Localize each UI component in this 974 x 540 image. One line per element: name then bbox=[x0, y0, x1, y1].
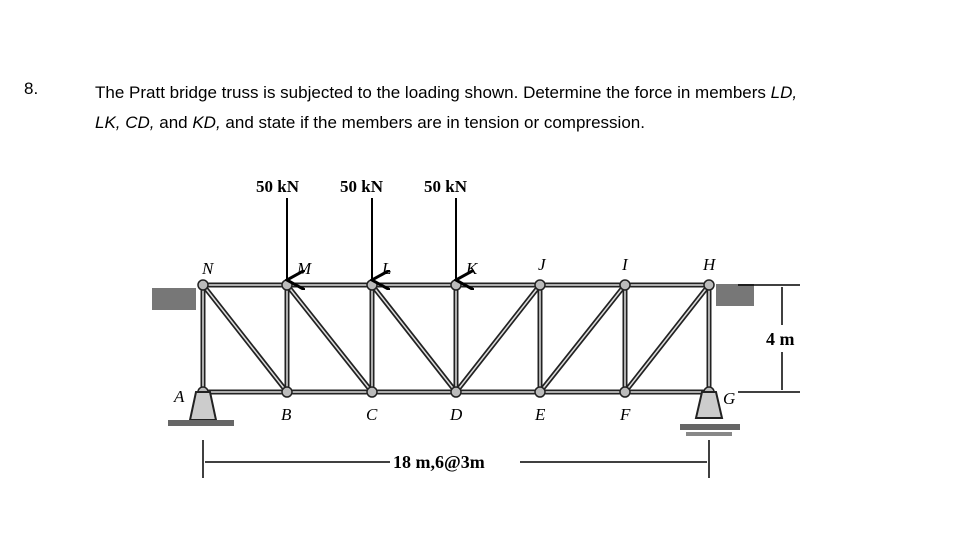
statement-text: and state if the members are in tension … bbox=[220, 113, 645, 132]
node-label-k: K bbox=[465, 259, 479, 278]
truss-joint bbox=[366, 386, 378, 398]
height-dimension bbox=[738, 284, 800, 393]
problem-statement: The Pratt bridge truss is subjected to t… bbox=[95, 78, 955, 138]
truss-joint bbox=[281, 386, 293, 398]
load-label: 50 kN bbox=[424, 177, 468, 196]
load-label: 50 kN bbox=[256, 177, 300, 196]
truss-member bbox=[371, 284, 457, 393]
node-label-m: M bbox=[296, 259, 312, 278]
truss-joint bbox=[534, 386, 546, 398]
statement-text: The Pratt bridge truss is subjected to t… bbox=[95, 83, 771, 102]
truss-member bbox=[455, 284, 541, 393]
node-label-i: I bbox=[621, 255, 629, 274]
pin-support-a bbox=[168, 391, 234, 426]
member-kd: KD, bbox=[192, 113, 221, 132]
truss-joint bbox=[619, 279, 631, 291]
node-label-n: N bbox=[201, 259, 215, 278]
node-label-a: A bbox=[173, 387, 185, 406]
truss-member bbox=[286, 284, 373, 393]
load-arrows bbox=[287, 198, 456, 280]
node-label-h: H bbox=[702, 255, 717, 274]
node-label-d: D bbox=[449, 405, 463, 424]
truss-member bbox=[539, 284, 626, 393]
truss-joint bbox=[619, 386, 631, 398]
node-label-l: L bbox=[381, 259, 391, 278]
problem-number: 8. bbox=[24, 79, 39, 98]
span-dimension bbox=[202, 440, 710, 478]
truss-joint bbox=[281, 279, 293, 291]
node-label-e: E bbox=[534, 405, 546, 424]
height-label: 4 m bbox=[766, 329, 795, 349]
truss-joint bbox=[197, 279, 209, 291]
roller-support-g bbox=[680, 391, 740, 436]
wall-left bbox=[152, 288, 196, 310]
load-label: 50 kN bbox=[340, 177, 384, 196]
truss-member bbox=[202, 284, 288, 393]
span-label: 18 m,6@3m bbox=[393, 452, 485, 472]
statement-text: and bbox=[154, 113, 193, 132]
truss-joint bbox=[450, 386, 462, 398]
truss-joint bbox=[703, 279, 715, 291]
truss-joint bbox=[450, 279, 462, 291]
members-lk-cd: LK, CD, bbox=[95, 113, 155, 132]
truss-joint bbox=[366, 279, 378, 291]
truss-joint bbox=[534, 279, 546, 291]
truss-member bbox=[624, 284, 710, 393]
node-label-f: F bbox=[619, 405, 631, 424]
member-ld: LD, bbox=[770, 83, 798, 102]
wall-right bbox=[716, 284, 754, 306]
node-label-j: J bbox=[538, 255, 547, 274]
node-label-b: B bbox=[281, 405, 292, 424]
node-label-g: G bbox=[723, 389, 735, 408]
node-label-c: C bbox=[366, 405, 378, 424]
